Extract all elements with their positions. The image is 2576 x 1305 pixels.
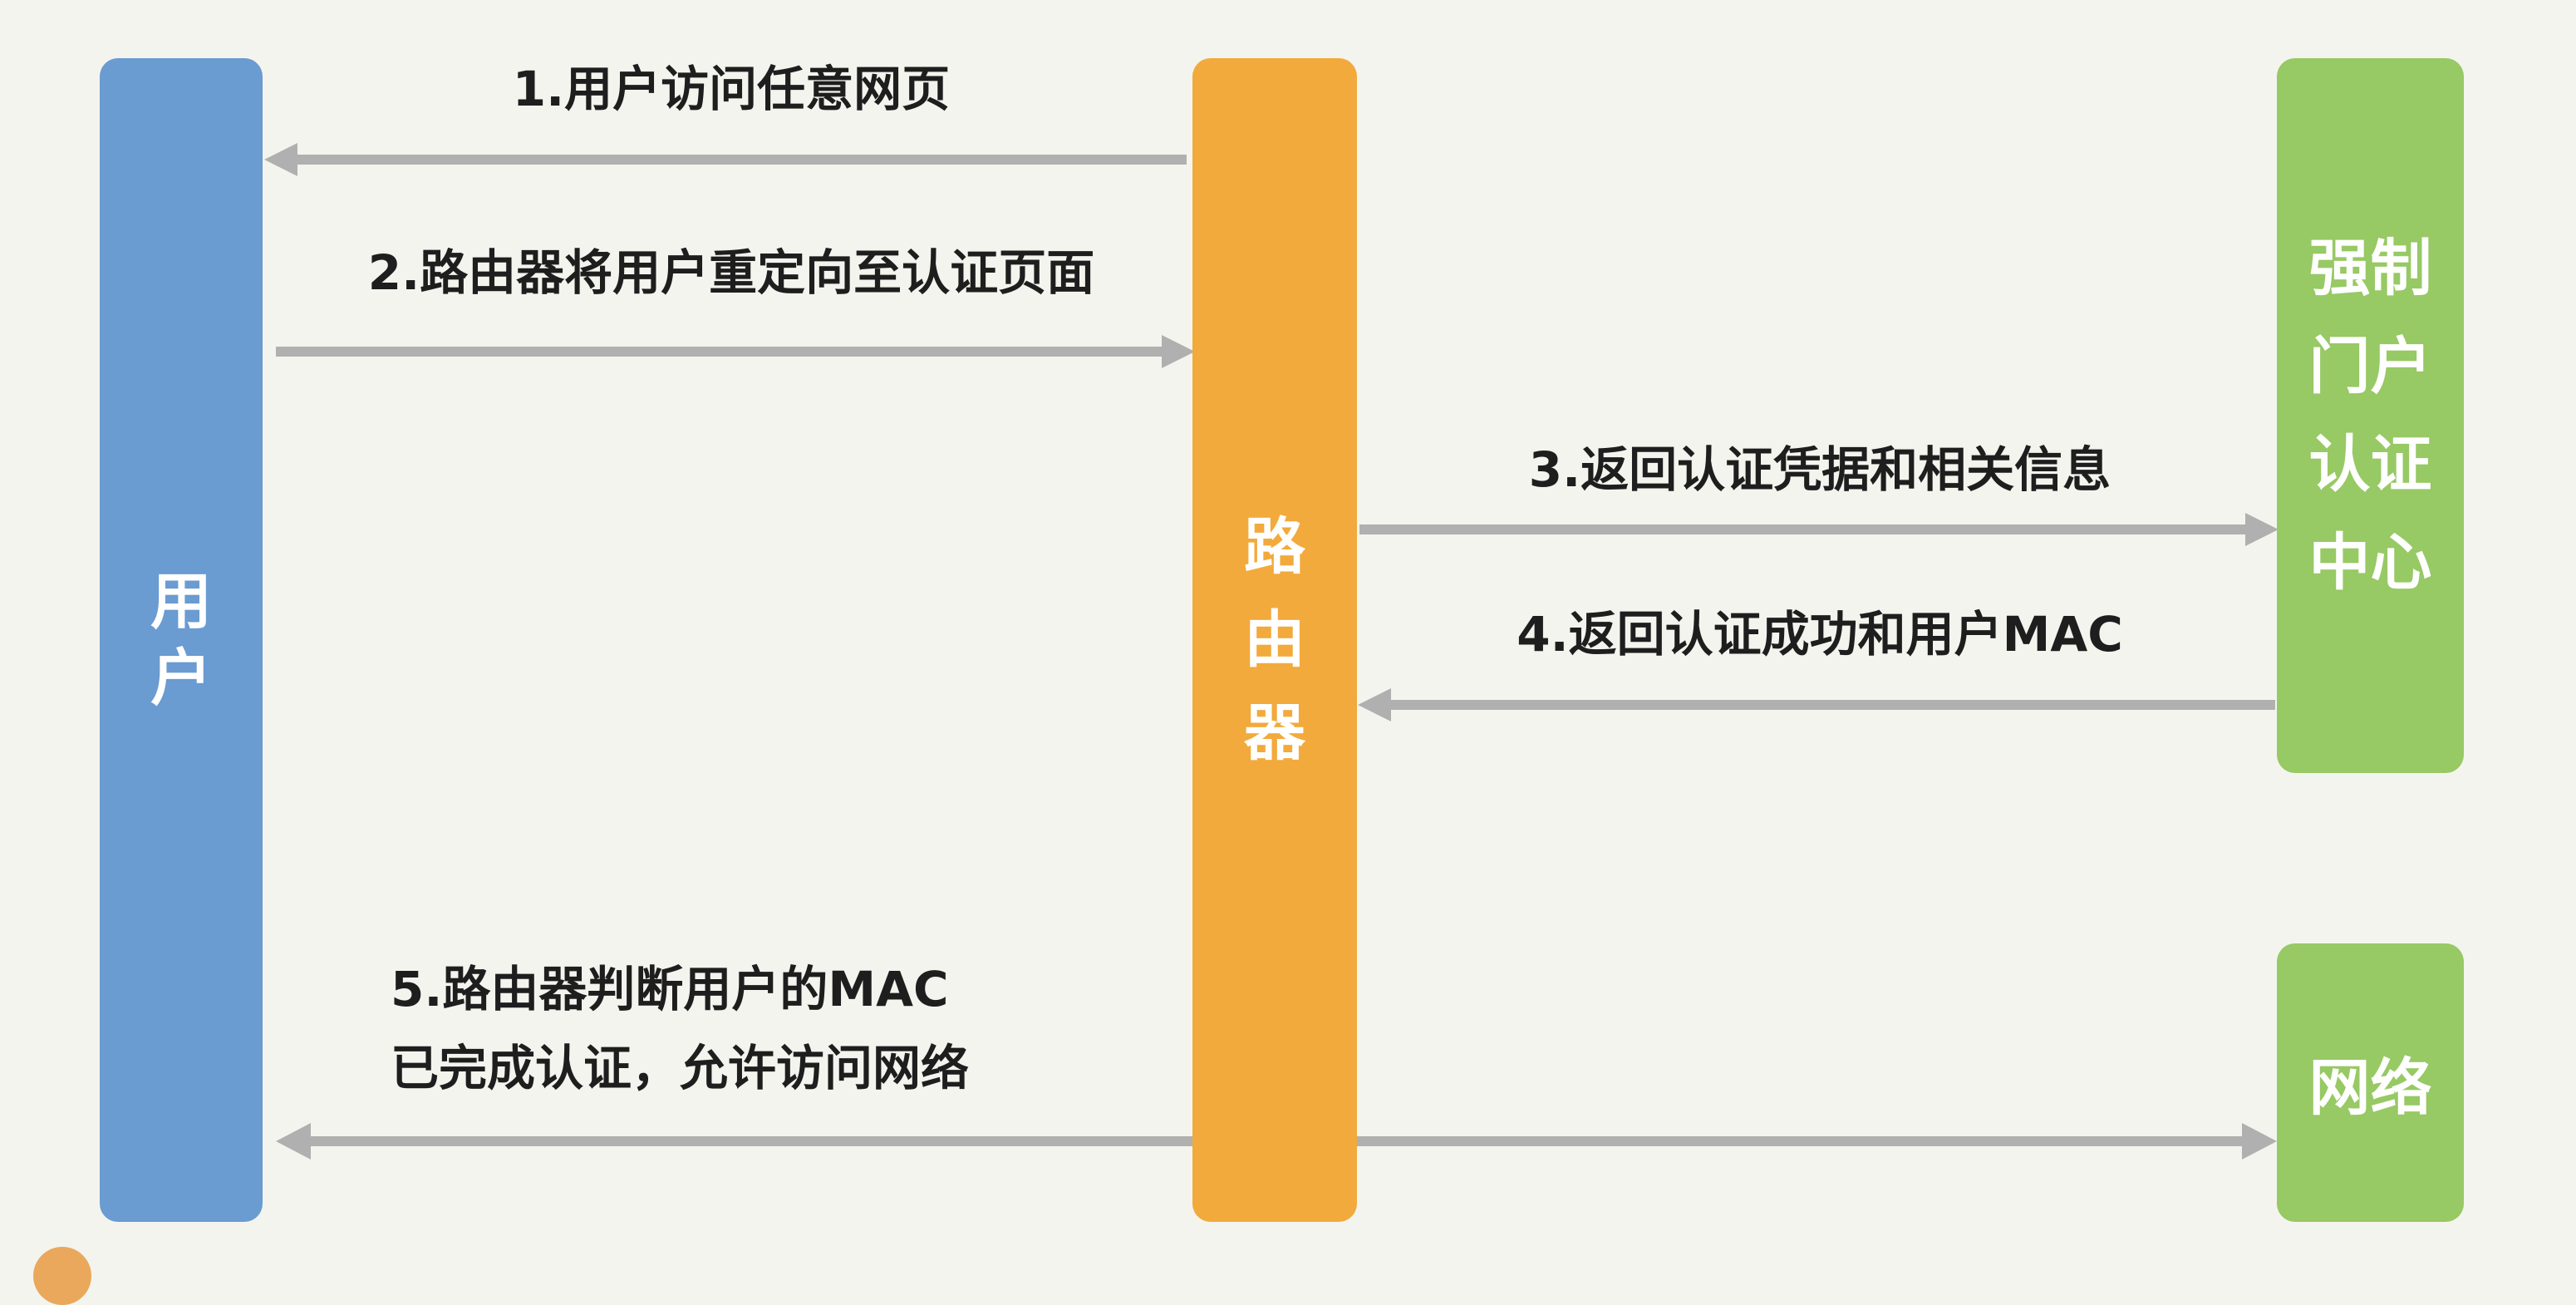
step-3-label: 3.返回认证凭据和相关信息 [1528, 441, 2111, 498]
actor-router-label: 路由器 [1244, 511, 1305, 769]
arrow-step-3 [1359, 513, 2279, 546]
actor-network: 网络 [2277, 943, 2464, 1222]
actor-portal: 强制门户认证中心 [2277, 58, 2464, 773]
step-4-label: 4.返回认证成功和用户MAC [1517, 606, 2123, 662]
actor-user: 用户 [100, 58, 263, 1222]
actor-user-label: 用户 [150, 566, 212, 714]
arrow-step-1 [264, 143, 1187, 176]
step-5-label-line-1: 5.路由器判断用户的MAC [391, 961, 949, 1017]
corner-dot [33, 1247, 91, 1305]
actor-network-label: 网络 [2308, 1052, 2432, 1124]
arrow-step-4 [1358, 688, 2275, 721]
step-2-label: 2.路由器将用户重定向至认证页面 [367, 244, 1095, 301]
step-1-label: 1.用户访问任意网页 [512, 61, 951, 117]
step-5-label-line-2: 已完成认证，允许访问网络 [391, 1040, 970, 1096]
actor-router: 路由器 [1192, 58, 1357, 1222]
arrow-step-2 [276, 335, 1195, 368]
flow-diagram: 用户 路由器 强制门户认证中心 网络 1.用户访问任意网页 2.路由器将用户重定… [33, 58, 2464, 1305]
actor-portal-label: 强制门户认证中心 [2308, 233, 2432, 598]
